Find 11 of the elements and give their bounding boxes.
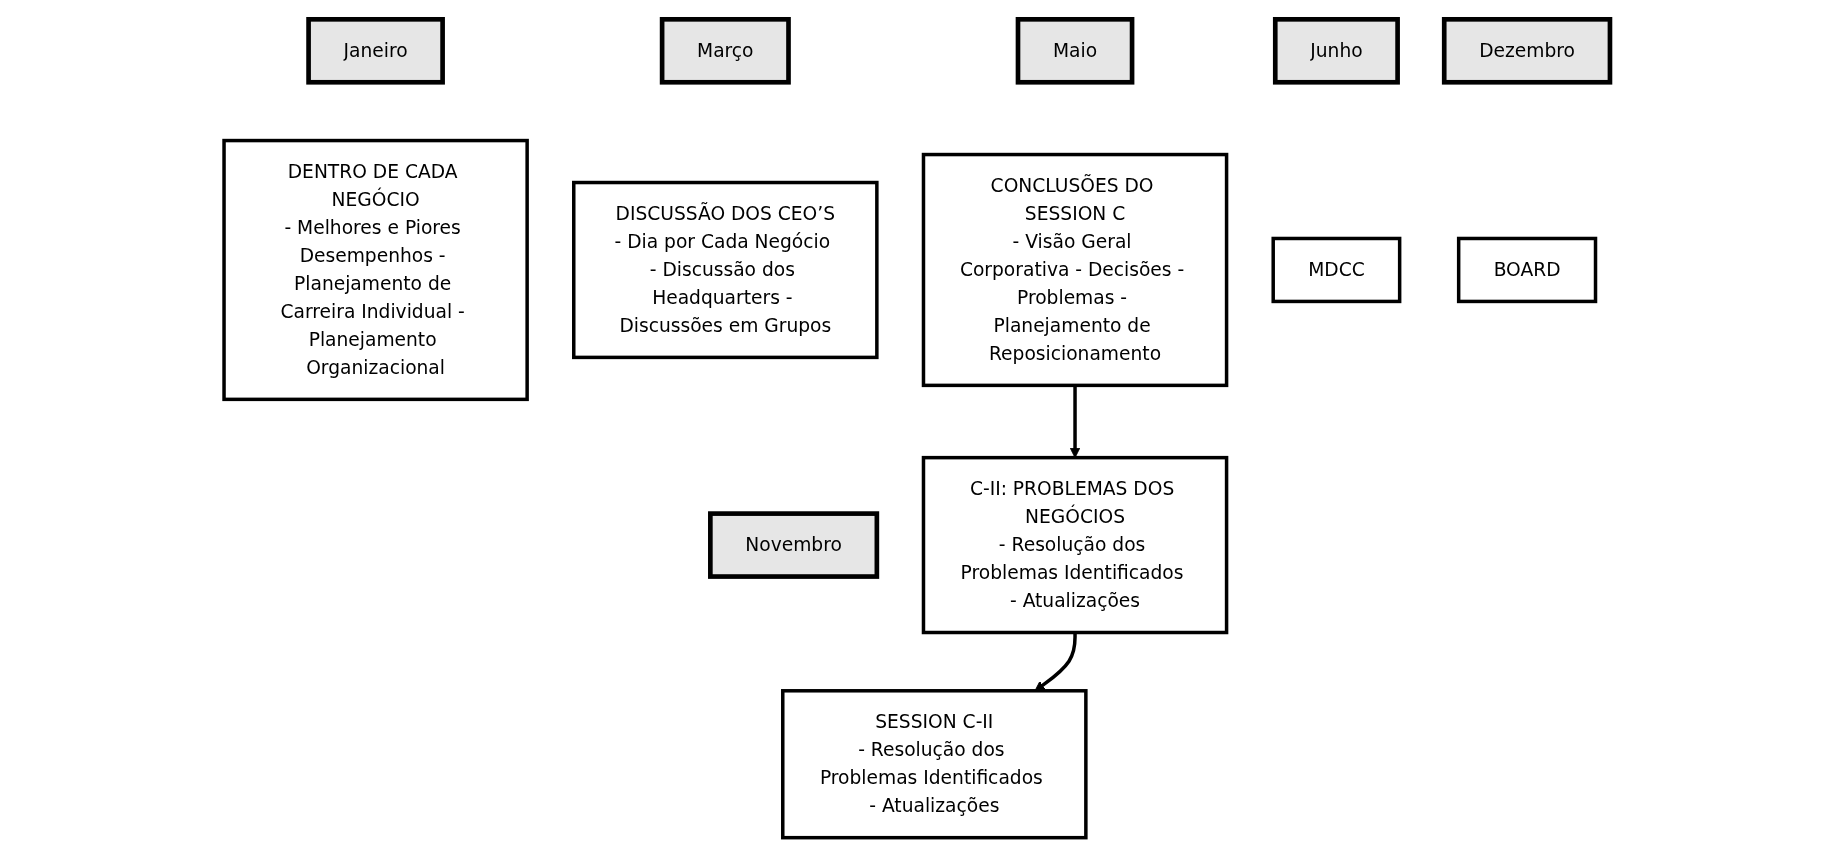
node-box: DENTRO DE CADA NEGÓCIO - Melhores e Piores Desempenhos - Planejamento de Carreira Individual - Planejamento Organizacional	[222, 138, 529, 402]
node-box: SESSION C-II - Resolução dos Problemas Identificados - Atualizações	[781, 689, 1088, 840]
node-box: MDCC	[1271, 236, 1402, 304]
node-box: Novembro	[708, 511, 880, 579]
node-box: BOARD	[1456, 236, 1598, 304]
node-box: C-II: PROBLEMAS DOS NEGÓCIOS - Resolução dos Problemas Identificados - Atualizações	[921, 455, 1229, 635]
node-box: Março	[659, 17, 791, 85]
node-box: Maio	[1015, 17, 1135, 85]
node-box: CONCLUSÕES DO SESSION C - Visão Geral Corporativa - Decisões - Problemas - Planejamento de Reposicionamento	[921, 152, 1229, 388]
node-box: DISCUSSÃO DOS CEO’S - Dia por Cada Negócio - Discussão dos Headquarters - Discussões em Grupos	[572, 180, 879, 360]
node-box: Dezembro	[1441, 17, 1613, 85]
